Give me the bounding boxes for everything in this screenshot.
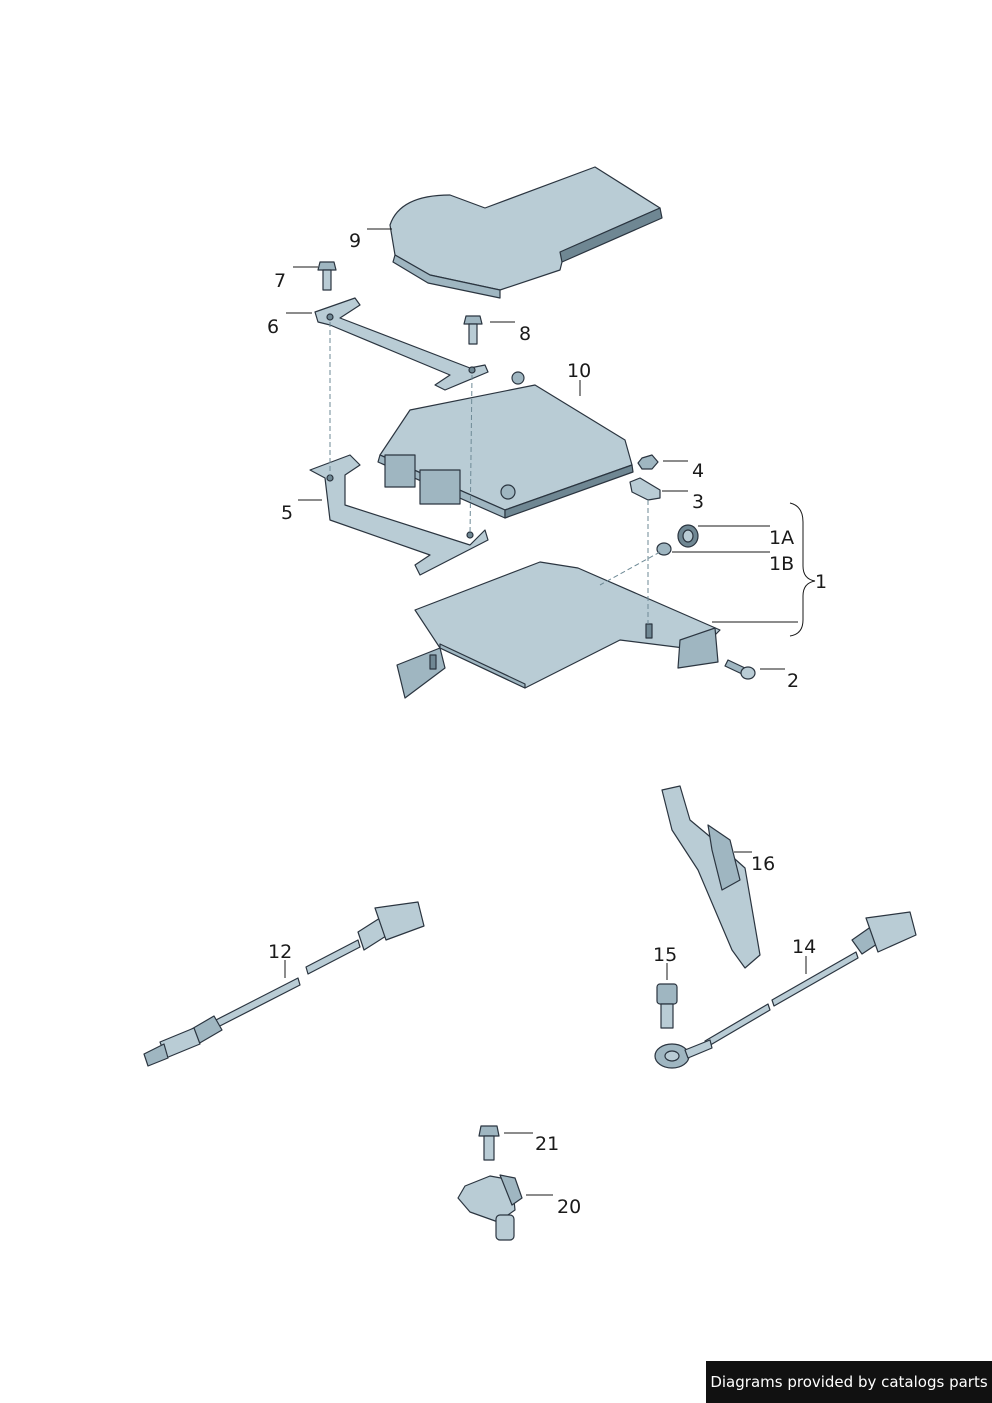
part-7-screw	[317, 261, 337, 291]
label-12: 12	[268, 941, 292, 963]
part-6-bracket	[314, 297, 489, 391]
part-16-bracket	[661, 785, 761, 969]
label-2: 2	[787, 670, 799, 692]
part-1A-grommet	[677, 524, 699, 548]
label-8: 8	[519, 323, 531, 345]
label-21: 21	[535, 1133, 559, 1155]
part-3-clip	[629, 477, 661, 501]
part-9-cover	[389, 166, 663, 299]
part-4-nut	[637, 454, 659, 470]
label-9: 9	[349, 230, 361, 252]
label-3: 3	[692, 491, 704, 513]
label-20: 20	[557, 1196, 581, 1218]
part-12-lambda-probe	[143, 901, 425, 1067]
label-5: 5	[281, 502, 293, 524]
part-21-screw	[478, 1125, 500, 1161]
label-1A: 1A	[769, 527, 794, 549]
label-1B: 1B	[769, 553, 794, 575]
part-15-bolt	[656, 983, 678, 1029]
label-15: 15	[653, 944, 677, 966]
attribution-footer: Diagrams provided by catalogs parts	[706, 1361, 992, 1403]
leader-lines	[284, 228, 816, 1196]
part-20-sensor	[457, 1174, 523, 1241]
label-6: 6	[267, 316, 279, 338]
part-14-knock-sensor	[654, 911, 917, 1069]
label-7: 7	[274, 270, 286, 292]
part-2-bolt	[724, 659, 756, 680]
callout-labels: 9 7 6 8 10 4 3 5 1A 1B 1 2 16 12 14 15 2…	[267, 230, 827, 1218]
part-8-screw	[463, 315, 483, 345]
part-1B-bushing	[656, 542, 672, 556]
attribution-text: Diagrams provided by catalogs parts	[710, 1373, 988, 1391]
label-16: 16	[751, 853, 775, 875]
label-14: 14	[792, 936, 816, 958]
label-1: 1	[815, 571, 827, 593]
part-1-tray	[396, 561, 721, 699]
assembly-lines	[329, 322, 661, 624]
label-10: 10	[567, 360, 591, 382]
part-10-control-unit	[377, 371, 634, 519]
label-4: 4	[692, 460, 704, 482]
